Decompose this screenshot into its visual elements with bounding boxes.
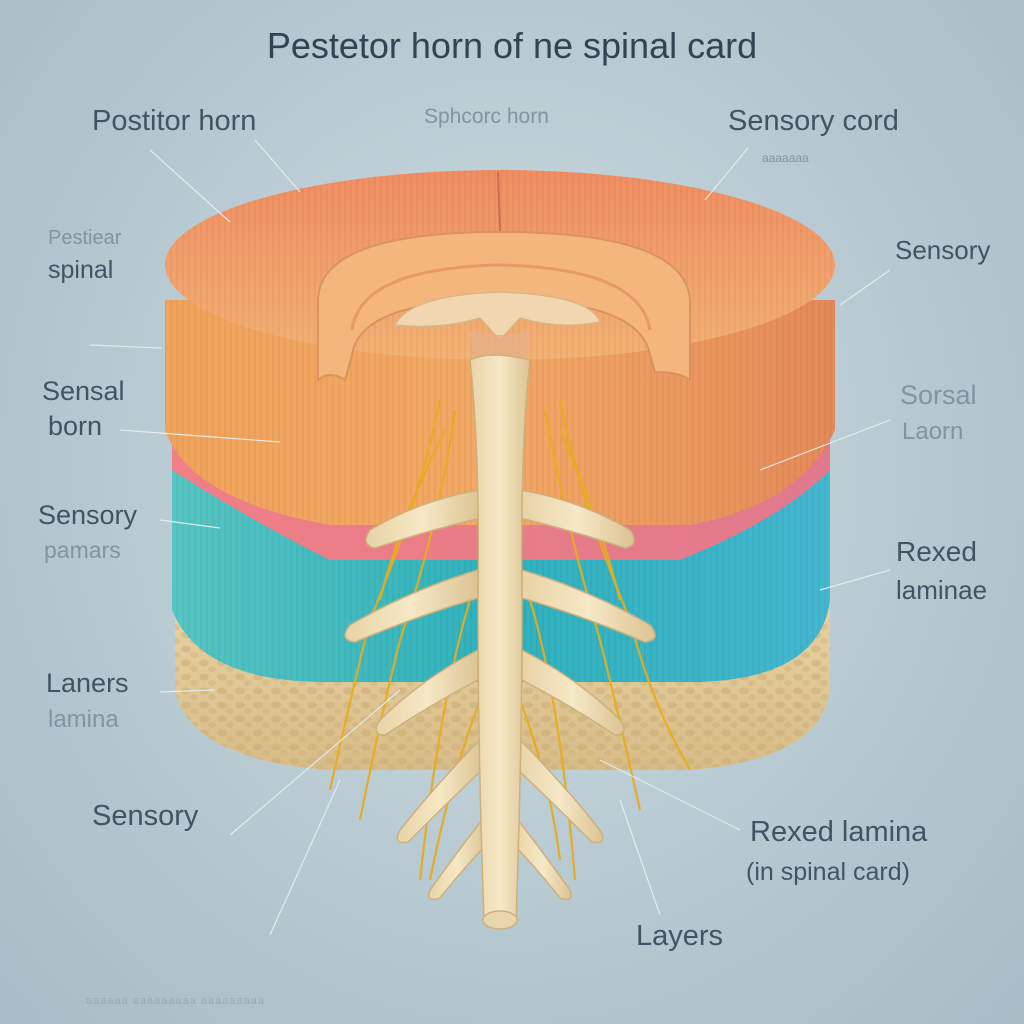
label-rexed-laminae-line2: laminae <box>896 575 988 605</box>
label-sensory-bottom: Sensory <box>92 800 199 832</box>
page-title: Pestetor horn of ne spinal card <box>266 25 758 66</box>
label-sensory-right: Sensory <box>895 235 991 265</box>
label-laners-lamina-line2: lamina <box>48 706 119 733</box>
label-sensory-pamars-line2: pamars <box>44 537 121 563</box>
label-spinal-horn-faint: Sphcorc horn <box>424 105 549 128</box>
leader-lines <box>89 139 891 936</box>
label-rexed-laminae-line1: Rexed <box>896 536 977 567</box>
inner-horn <box>317 230 691 383</box>
footer-text: aaaaaa aaaaaaaaa aaaaaaaaa <box>86 995 265 1007</box>
label-sorsal-laorn-line2: Laorn <box>902 418 964 445</box>
label-posterior-spinal-line2: spinal <box>48 256 114 284</box>
label-sensal-horn-line1: Sensal <box>42 376 125 406</box>
label-laners-lamina-line1: Laners <box>46 668 129 698</box>
label-posterior-horn: Postitor horn <box>92 105 257 137</box>
label-sensal-horn-line2: born <box>48 411 103 441</box>
label-sensory-cord: Sensory cord <box>728 105 899 137</box>
rootlet-branches <box>344 489 656 901</box>
label-rexed-lamina-bottom-line1: Rexed lamina <box>750 816 928 848</box>
label-rexed-lamina-bottom-line2: (in spinal card) <box>746 858 910 886</box>
label-posterior-spinal-line1: Pestiear <box>48 227 122 249</box>
label-layers: Layers <box>636 920 724 952</box>
label-sorsal-laorn-line1: Sorsal <box>900 380 977 410</box>
label-sensory-cord-sub: aaaaaaa <box>762 151 809 165</box>
label-sensory-pamars-line1: Sensory <box>38 500 138 530</box>
